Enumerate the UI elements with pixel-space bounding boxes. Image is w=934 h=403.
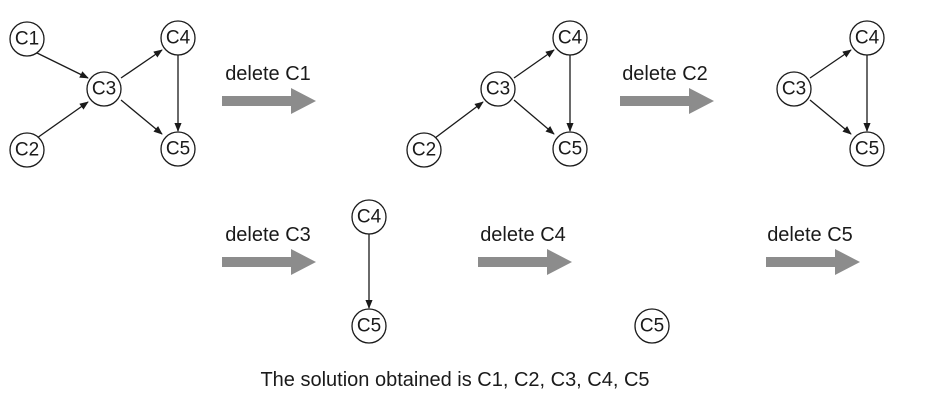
edge-c1-c3 [34, 51, 89, 79]
node-label: C2 [15, 140, 39, 161]
step-arrow [766, 249, 860, 275]
node-label: C3 [92, 79, 116, 100]
node-label: C3 [782, 79, 806, 100]
node-c4: C4 [552, 20, 588, 56]
node-c5: C5 [634, 308, 670, 344]
graph-4: C4 C5 [351, 199, 387, 344]
step-label: delete C2 [622, 63, 708, 85]
step-4: delete C4 [478, 224, 572, 275]
node-c5: C5 [351, 308, 387, 344]
node-c3: C3 [86, 71, 122, 107]
node-label: C1 [15, 29, 39, 50]
graph-5: C5 [634, 308, 670, 344]
node-label: C5 [166, 139, 190, 160]
step-label: delete C5 [767, 224, 853, 246]
graph-2: C2 C3 C4 C5 [406, 20, 588, 168]
step-5: delete C5 [766, 224, 860, 275]
step-arrow [222, 249, 316, 275]
node-label: C4 [357, 207, 382, 228]
edge-c2-c3 [36, 101, 89, 139]
edge-c2-c3 [434, 101, 484, 139]
node-c4: C4 [160, 20, 196, 56]
step-3: delete C3 [222, 224, 316, 275]
step-arrow [478, 249, 572, 275]
node-c5: C5 [552, 131, 588, 167]
node-label: C4 [558, 28, 583, 49]
node-label: C5 [640, 316, 664, 337]
edge-c3-c4 [513, 49, 555, 79]
node-c3: C3 [776, 71, 812, 107]
node-label: C3 [486, 79, 510, 100]
node-label: C2 [412, 140, 436, 161]
node-label: C4 [166, 28, 191, 49]
solution-caption: The solution obtained is C1, C2, C3, C4,… [260, 369, 649, 391]
step-label: delete C1 [225, 63, 311, 85]
graph-1: C1 C2 C3 C4 C5 [9, 20, 196, 168]
node-c5: C5 [160, 131, 196, 167]
node-c1: C1 [9, 21, 45, 57]
step-2: delete C2 [620, 63, 714, 114]
step-label: delete C4 [480, 224, 566, 246]
node-c5: C5 [849, 131, 885, 167]
node-c2: C2 [406, 132, 442, 168]
step-arrow [620, 88, 714, 114]
step-arrow [222, 88, 316, 114]
node-label: C5 [558, 139, 582, 160]
edge-c3-c5 [120, 99, 163, 135]
edge-c3-c4 [809, 49, 852, 79]
step-label: delete C3 [225, 224, 311, 246]
node-c4: C4 [351, 199, 387, 235]
step-1: delete C1 [222, 63, 316, 114]
node-label: C4 [855, 28, 880, 49]
graph-3: C3 C4 C5 [776, 20, 885, 167]
node-label: C5 [357, 316, 381, 337]
node-label: C5 [855, 139, 879, 160]
edge-c3-c5 [809, 99, 852, 135]
node-c3: C3 [480, 71, 516, 107]
edge-c3-c4 [120, 49, 163, 79]
node-c2: C2 [9, 132, 45, 168]
node-c4: C4 [849, 20, 885, 56]
edge-c3-c5 [513, 99, 555, 135]
